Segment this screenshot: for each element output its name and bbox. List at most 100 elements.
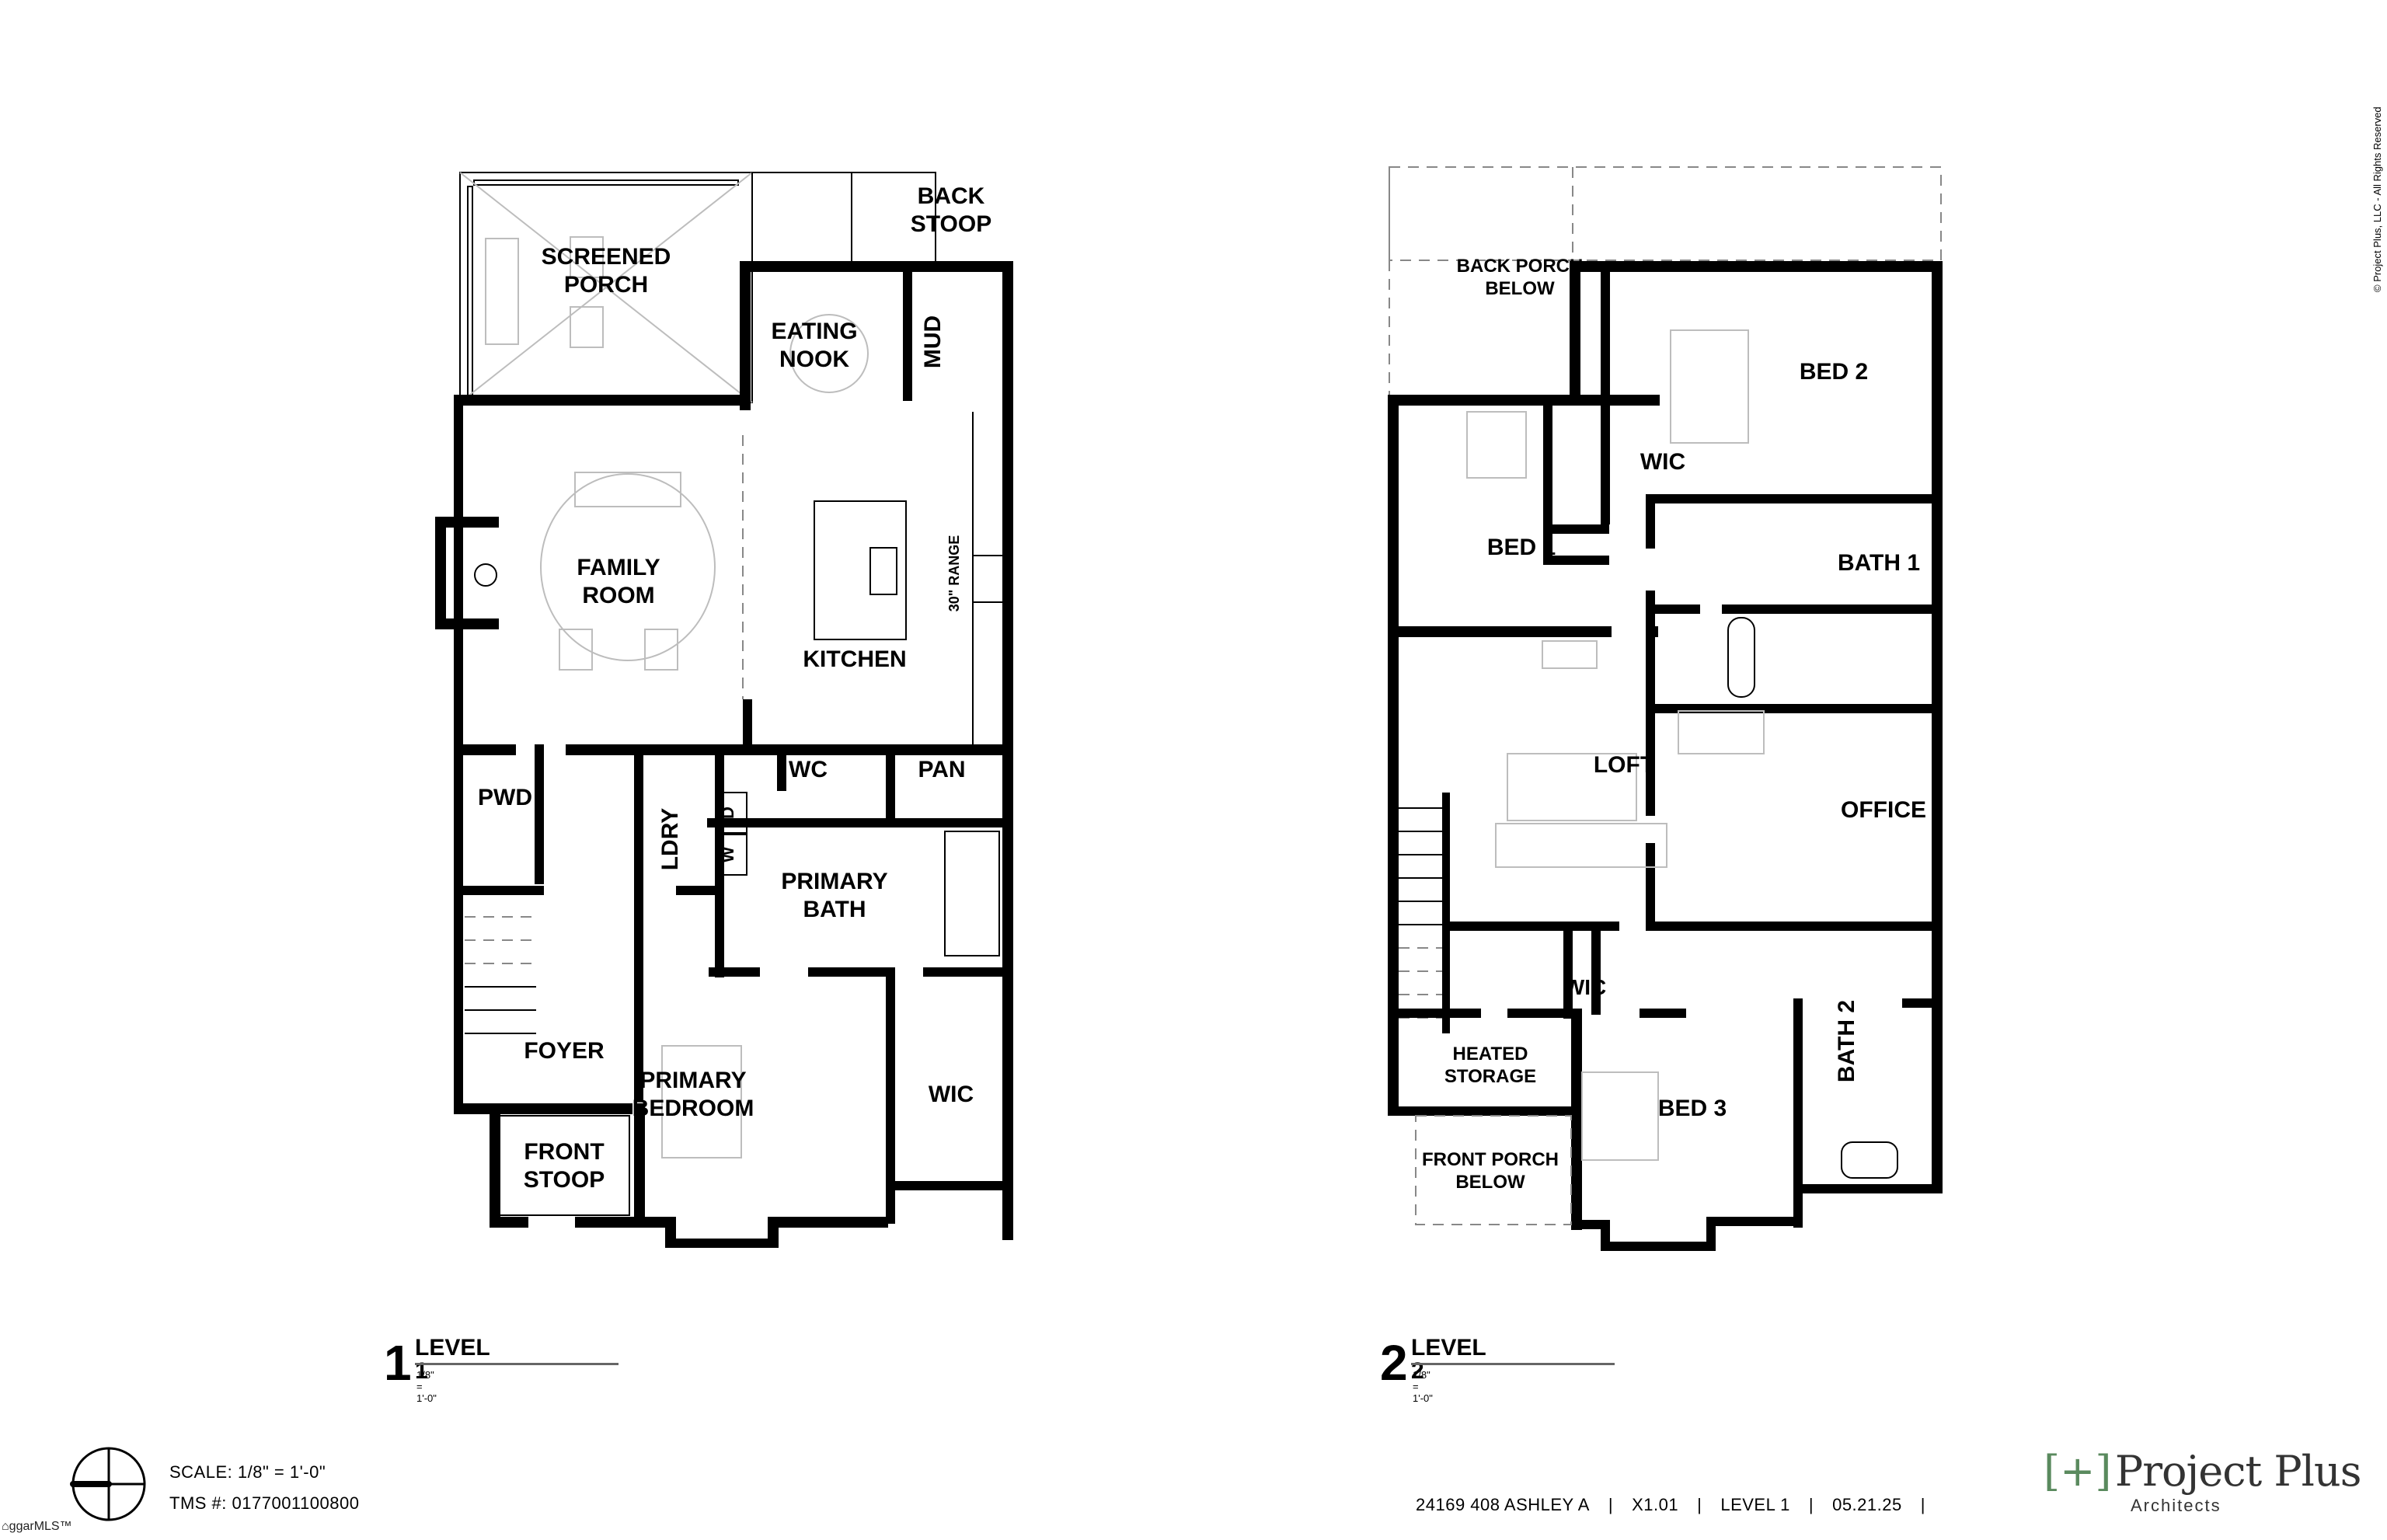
separator: | xyxy=(1920,1495,1925,1514)
view-number: 2 xyxy=(1380,1335,1408,1391)
sheet-number: X1.01 xyxy=(1632,1495,1679,1514)
room-label-range-note: 30" RANGE xyxy=(946,535,962,612)
wall xyxy=(707,818,1010,827)
room-label-line: HEATED xyxy=(1453,1044,1528,1064)
title-underline xyxy=(415,1363,619,1365)
porch-screen xyxy=(473,179,739,186)
tms-number: TMS #: 0177001100800 xyxy=(169,1493,360,1513)
wall xyxy=(886,1181,1012,1190)
wall xyxy=(1646,605,1700,614)
sofa xyxy=(574,472,681,507)
shower xyxy=(944,831,1000,956)
room-label-line: NOOK xyxy=(779,347,849,372)
room-label-line: BATH xyxy=(803,897,866,922)
mls-badge: ⌂ggarMLS™ xyxy=(2,1520,72,1534)
room-label-line: PAN xyxy=(918,757,965,782)
wall xyxy=(886,744,895,818)
wall xyxy=(575,1217,634,1228)
fireplace xyxy=(435,517,499,528)
armchair xyxy=(644,629,678,671)
nook-table xyxy=(789,314,869,393)
office-desk xyxy=(1678,710,1765,754)
room-label-foyer: FOYER xyxy=(524,1038,605,1064)
room-label-line: BED 3 xyxy=(1658,1096,1727,1121)
wall xyxy=(1543,556,1609,565)
wall xyxy=(1706,1217,1800,1226)
room-label-line: BEDROOM xyxy=(632,1096,754,1121)
back-porch-below-outline xyxy=(1389,166,1942,261)
room-label-line: STOOP xyxy=(524,1167,605,1193)
wall xyxy=(1570,261,1941,272)
level-1-plan xyxy=(435,172,1013,1248)
washer xyxy=(715,834,747,876)
wall xyxy=(1388,626,1612,637)
sectional-sofa xyxy=(1495,823,1667,868)
level-2-plan xyxy=(1388,166,1943,1251)
room-label-bed-3: BED 3 xyxy=(1658,1096,1727,1121)
room-label-line: PRIMARY xyxy=(781,869,887,894)
loft-rug xyxy=(1507,753,1637,821)
wall xyxy=(923,967,1012,977)
room-label-line: BATH 2 xyxy=(1834,1000,1859,1082)
sheet-date: 05.21.25 xyxy=(1832,1495,1902,1514)
room-label-line: SCREENED xyxy=(542,244,671,270)
room-label-line: PWD xyxy=(478,785,532,810)
wall xyxy=(1563,922,1573,1019)
wall xyxy=(1601,1242,1709,1251)
room-label-line: STORAGE xyxy=(1444,1066,1536,1087)
room-label-line: ROOM xyxy=(582,583,654,608)
wall xyxy=(634,744,643,1102)
wall xyxy=(1793,998,1803,1228)
room-label-office: OFFICE xyxy=(1841,797,1926,823)
room-label-washer: W xyxy=(718,846,737,862)
wall xyxy=(1571,1220,1610,1229)
wall xyxy=(1543,524,1609,534)
bed-1-bed xyxy=(1466,411,1527,479)
wall xyxy=(740,261,1012,272)
separator: | xyxy=(1697,1495,1702,1514)
bed-3-bed xyxy=(1581,1071,1659,1161)
wall xyxy=(454,744,516,755)
wall xyxy=(1570,261,1580,406)
room-label-line: WC xyxy=(789,757,828,782)
range xyxy=(972,555,1005,603)
wall xyxy=(1902,998,1941,1008)
room-label-wic-bed3: WIC xyxy=(1564,975,1606,999)
wall xyxy=(1601,268,1610,524)
room-label-pwd: PWD xyxy=(478,785,532,810)
fireplace-firebox xyxy=(474,563,497,587)
wall xyxy=(1388,1106,1582,1116)
wall xyxy=(634,1103,645,1228)
wall xyxy=(1640,1009,1686,1018)
wall xyxy=(886,967,895,1224)
wall xyxy=(490,1103,500,1228)
room-label-line: BELOW xyxy=(1485,278,1555,299)
logo-subtitle: Architects xyxy=(2131,1496,2221,1515)
view-title: LEVEL 2 xyxy=(1411,1335,1486,1384)
tub xyxy=(1841,1141,1898,1179)
wall xyxy=(1646,494,1941,503)
wall xyxy=(1391,1009,1481,1018)
tv-console xyxy=(1542,640,1598,669)
scale-note: SCALE: 1/8" = 1'-0" xyxy=(169,1462,326,1482)
copyright-note: © Project Plus, LLC - All Rights Reserve… xyxy=(2371,106,2383,292)
wall xyxy=(1646,843,1655,925)
room-label-line: FRONT xyxy=(524,1139,604,1165)
room-label-line: WIC xyxy=(929,1082,974,1107)
wall xyxy=(665,1239,774,1248)
wall xyxy=(535,744,544,884)
room-label-wc: WC xyxy=(789,757,828,782)
room-label-bed-1: BED 1 xyxy=(1487,535,1556,560)
porch-chair xyxy=(570,306,604,348)
wall xyxy=(1507,1009,1577,1018)
room-label-line: LOFT xyxy=(1594,752,1654,778)
room-label-mud: MUD xyxy=(920,315,946,368)
wall xyxy=(634,1217,673,1228)
room-label-wic-bed1: WIC xyxy=(1640,449,1685,475)
